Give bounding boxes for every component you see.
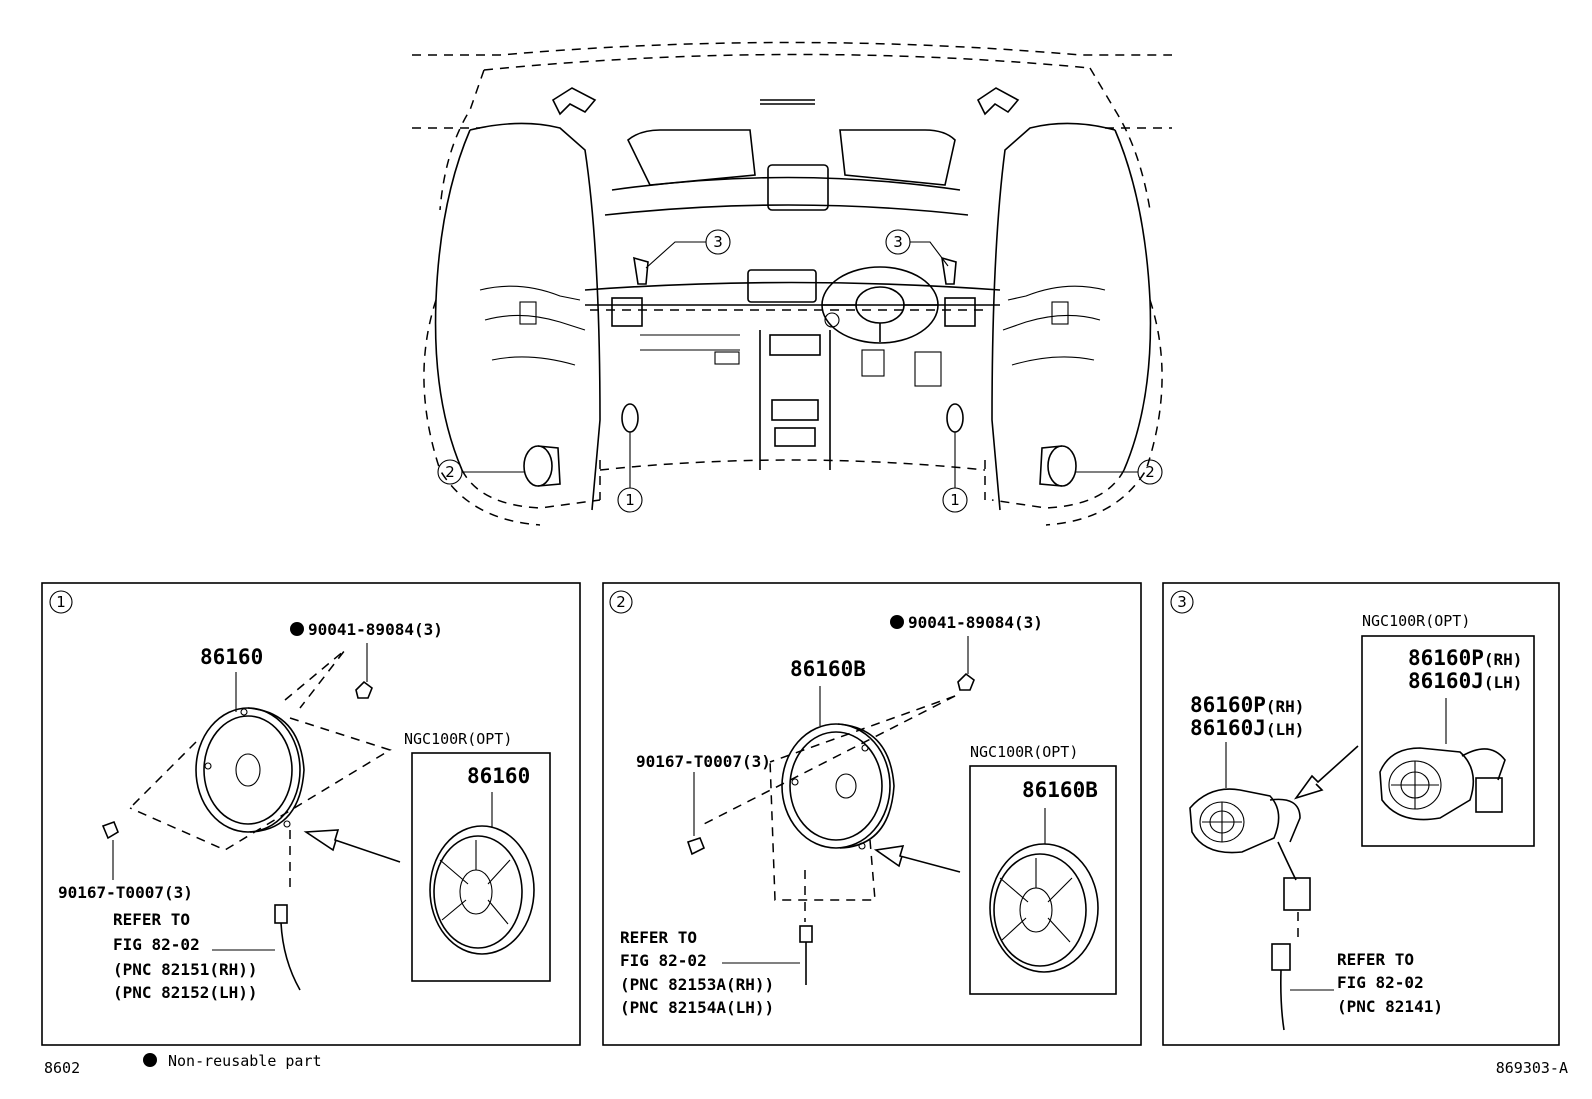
detail-panel-1: 1 90041-89084(3) 86160 90167-T0007(3) RE… xyxy=(41,582,581,1046)
clip-part-number: 90167-T0007(3) xyxy=(58,883,193,902)
opt-box xyxy=(1361,635,1535,847)
detail-panel-2: 2 90041-89084(3) 86160B 90167-T0007(3) R… xyxy=(602,582,1142,1046)
opt-part-number: 86160 xyxy=(467,764,530,788)
screw-part-number: 90041-89084(3) xyxy=(308,620,443,639)
screw-part-number: 90041-89084(3) xyxy=(908,613,1043,632)
callout-3-left xyxy=(705,229,731,255)
non-reusable-legend-marker xyxy=(143,1053,157,1067)
opt-part-rh: 86160P(RH) xyxy=(1408,646,1522,670)
callout-2-left xyxy=(437,459,463,485)
callout-1-right xyxy=(942,487,968,513)
detail-panel-3: 3 86160P(RH) 86160J(LH) REFER TO FIG 82-… xyxy=(1162,582,1560,1046)
opt-box xyxy=(411,752,551,982)
panel-2-number: 2 xyxy=(616,593,626,611)
opt-box xyxy=(969,765,1117,995)
main-part-number: 86160B xyxy=(790,657,866,681)
main-part-number: 86160 xyxy=(200,645,263,669)
legend-text: Non-reusable part xyxy=(168,1052,322,1070)
opt-title: NGC100R(OPT) xyxy=(404,730,512,748)
footer: 8602 Non-reusable part 869303-A xyxy=(44,1052,1568,1077)
callout-1-right-label: 1 xyxy=(950,491,960,509)
callout-1-left xyxy=(617,487,643,513)
refer-line-2: FIG 82-02 xyxy=(620,951,707,970)
opt-part-lh: 86160J(LH) xyxy=(1408,669,1522,693)
callout-1-left-label: 1 xyxy=(625,491,635,509)
callout-2-right xyxy=(1137,459,1163,485)
refer-line-3: (PNC 82151(RH)) xyxy=(113,960,258,979)
refer-line-1: REFER TO xyxy=(620,928,697,947)
refer-line-4: (PNC 82152(LH)) xyxy=(113,983,258,1002)
opt-part-number: 86160B xyxy=(1022,778,1098,802)
diagram-id: 869303-A xyxy=(1496,1059,1568,1077)
speaker-86160b xyxy=(781,723,891,849)
clip-part-number: 90167-T0007(3) xyxy=(636,752,771,771)
refer-line-1: REFER TO xyxy=(113,910,190,929)
figure-code: 8602 xyxy=(44,1059,80,1077)
refer-line-2: FIG 82-02 xyxy=(1337,973,1424,992)
non-reusable-marker xyxy=(290,622,304,636)
callout-3-right xyxy=(885,229,911,255)
main-part-rh: 86160P(RH) xyxy=(1190,693,1304,717)
non-reusable-marker xyxy=(890,615,904,629)
refer-line-4: (PNC 82154A(LH)) xyxy=(620,998,774,1017)
panel-1-number: 1 xyxy=(56,593,66,611)
callout-2-left-label: 2 xyxy=(445,463,455,481)
callout-3-right-label: 3 xyxy=(893,233,903,251)
refer-line-1: REFER TO xyxy=(1337,950,1414,969)
opt-title: NGC100R(OPT) xyxy=(1362,612,1470,630)
refer-line-2: FIG 82-02 xyxy=(113,935,200,954)
refer-line-3: (PNC 82153A(RH)) xyxy=(620,975,774,994)
refer-line-3: (PNC 82141) xyxy=(1337,997,1443,1016)
car-interior-overview: 3 3 2 2 1 1 xyxy=(412,41,1172,526)
opt-title: NGC100R(OPT) xyxy=(970,743,1078,761)
panel-3-number: 3 xyxy=(1177,593,1187,611)
callout-3-left-label: 3 xyxy=(713,233,723,251)
callout-2-right-label: 2 xyxy=(1145,463,1155,481)
tweeter-86160p xyxy=(1189,788,1280,854)
main-part-lh: 86160J(LH) xyxy=(1190,716,1304,740)
